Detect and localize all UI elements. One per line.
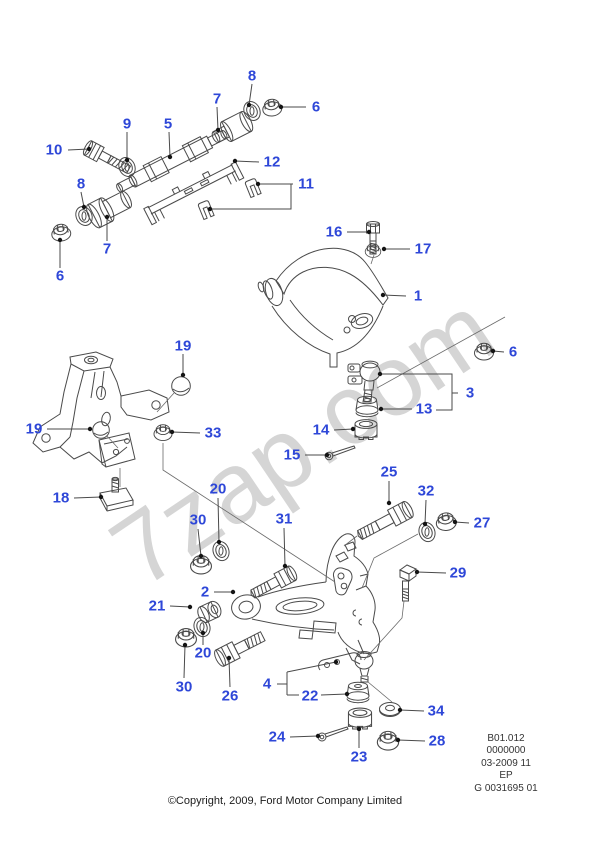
callout-20[interactable]: 20 [194,644,212,662]
part-clip-11-a [244,177,262,198]
part-bolt-10 [82,140,132,174]
callout-34[interactable]: 34 [427,702,445,720]
part-link-ball-joint [318,651,374,683]
callout-7[interactable]: 7 [102,240,112,258]
callout-6[interactable]: 6 [55,267,65,285]
callout-dots [57,102,496,743]
callout-15[interactable]: 15 [283,446,301,464]
callout-10[interactable]: 10 [45,141,63,159]
callout-1[interactable]: 1 [413,287,423,305]
callout-14[interactable]: 14 [312,421,330,439]
part-bushing-21 [197,600,222,624]
callout-26[interactable]: 26 [221,687,239,705]
part-bolt-31 [250,565,298,599]
callout-32[interactable]: 32 [417,482,435,500]
callout-17[interactable]: 17 [414,240,432,258]
part-ball-19-left [92,421,110,439]
plate-catalog-code: B01.012 [487,733,525,744]
callout-5[interactable]: 5 [163,115,173,133]
assembly-lines [106,254,506,703]
callout-25[interactable]: 25 [380,463,398,481]
callout-23[interactable]: 23 [350,748,368,766]
callout-8[interactable]: 8 [76,175,86,193]
callout-11[interactable]: 11 [298,175,314,193]
callout-3[interactable]: 3 [465,384,475,402]
callout-19[interactable]: 19 [25,420,43,438]
callout-13[interactable]: 13 [415,400,433,418]
callout-30[interactable]: 30 [189,511,207,529]
callout-2[interactable]: 2 [200,583,210,601]
callout-22[interactable]: 22 [301,687,319,705]
callout-9[interactable]: 9 [122,115,132,133]
part-cap-23 [347,707,373,730]
leader-lines [47,83,505,748]
part-bolt-29 [398,564,418,602]
part-cotter-pin-24 [317,726,349,742]
callout-6[interactable]: 6 [311,98,321,116]
callout-12[interactable]: 12 [263,153,281,171]
plate-drawing-no: G 0031695 01 [474,782,538,794]
callout-19[interactable]: 19 [174,337,192,355]
part-lower-arm [231,533,381,665]
part-bolt-25 [356,500,414,541]
callout-4[interactable]: 4 [262,675,272,693]
plate-info: B01.012 0000000 03-2009 11 EP G 0031695 … [450,733,562,795]
callout-30[interactable]: 30 [175,678,193,696]
callout-21[interactable]: 21 [148,597,166,615]
callout-33[interactable]: 33 [204,424,222,442]
callout-28[interactable]: 28 [428,732,446,750]
part-frame-bracket [32,351,170,468]
copyright-line: ©Copyright, 2009, Ford Motor Company Lim… [167,795,403,807]
part-clamp-12 [143,161,245,226]
callout-27[interactable]: 27 [473,514,491,532]
callout-18[interactable]: 18 [52,489,70,507]
callout-24[interactable]: 24 [268,728,286,746]
callout-7[interactable]: 7 [212,90,222,108]
callout-20[interactable]: 20 [209,480,227,498]
callout-6[interactable]: 6 [508,343,518,361]
plate-part-group: 0000000 [486,745,526,757]
part-bolt-26 [214,631,266,667]
part-washer-8-top [240,98,264,124]
callout-31[interactable]: 31 [275,510,293,528]
watermark-text: 7zap.com [92,273,514,608]
part-nut-17 [364,243,382,258]
part-nut-28 [376,730,400,751]
part-boot-22 [346,681,370,704]
part-stud-plate-18 [99,476,134,512]
part-bushing-7-right [211,111,254,144]
callout-29[interactable]: 29 [449,564,467,582]
part-bushing-7-left [86,190,132,229]
part-nut-33 [153,424,173,442]
callout-16[interactable]: 16 [325,223,343,241]
plate-market-code: EP [499,770,513,782]
callout-8[interactable]: 8 [247,67,257,85]
plate-date-code: 03-2009 11 [481,757,531,769]
part-washer-34 [379,702,401,717]
part-upper-arm [257,247,389,368]
part-ball-19-top [171,376,191,396]
